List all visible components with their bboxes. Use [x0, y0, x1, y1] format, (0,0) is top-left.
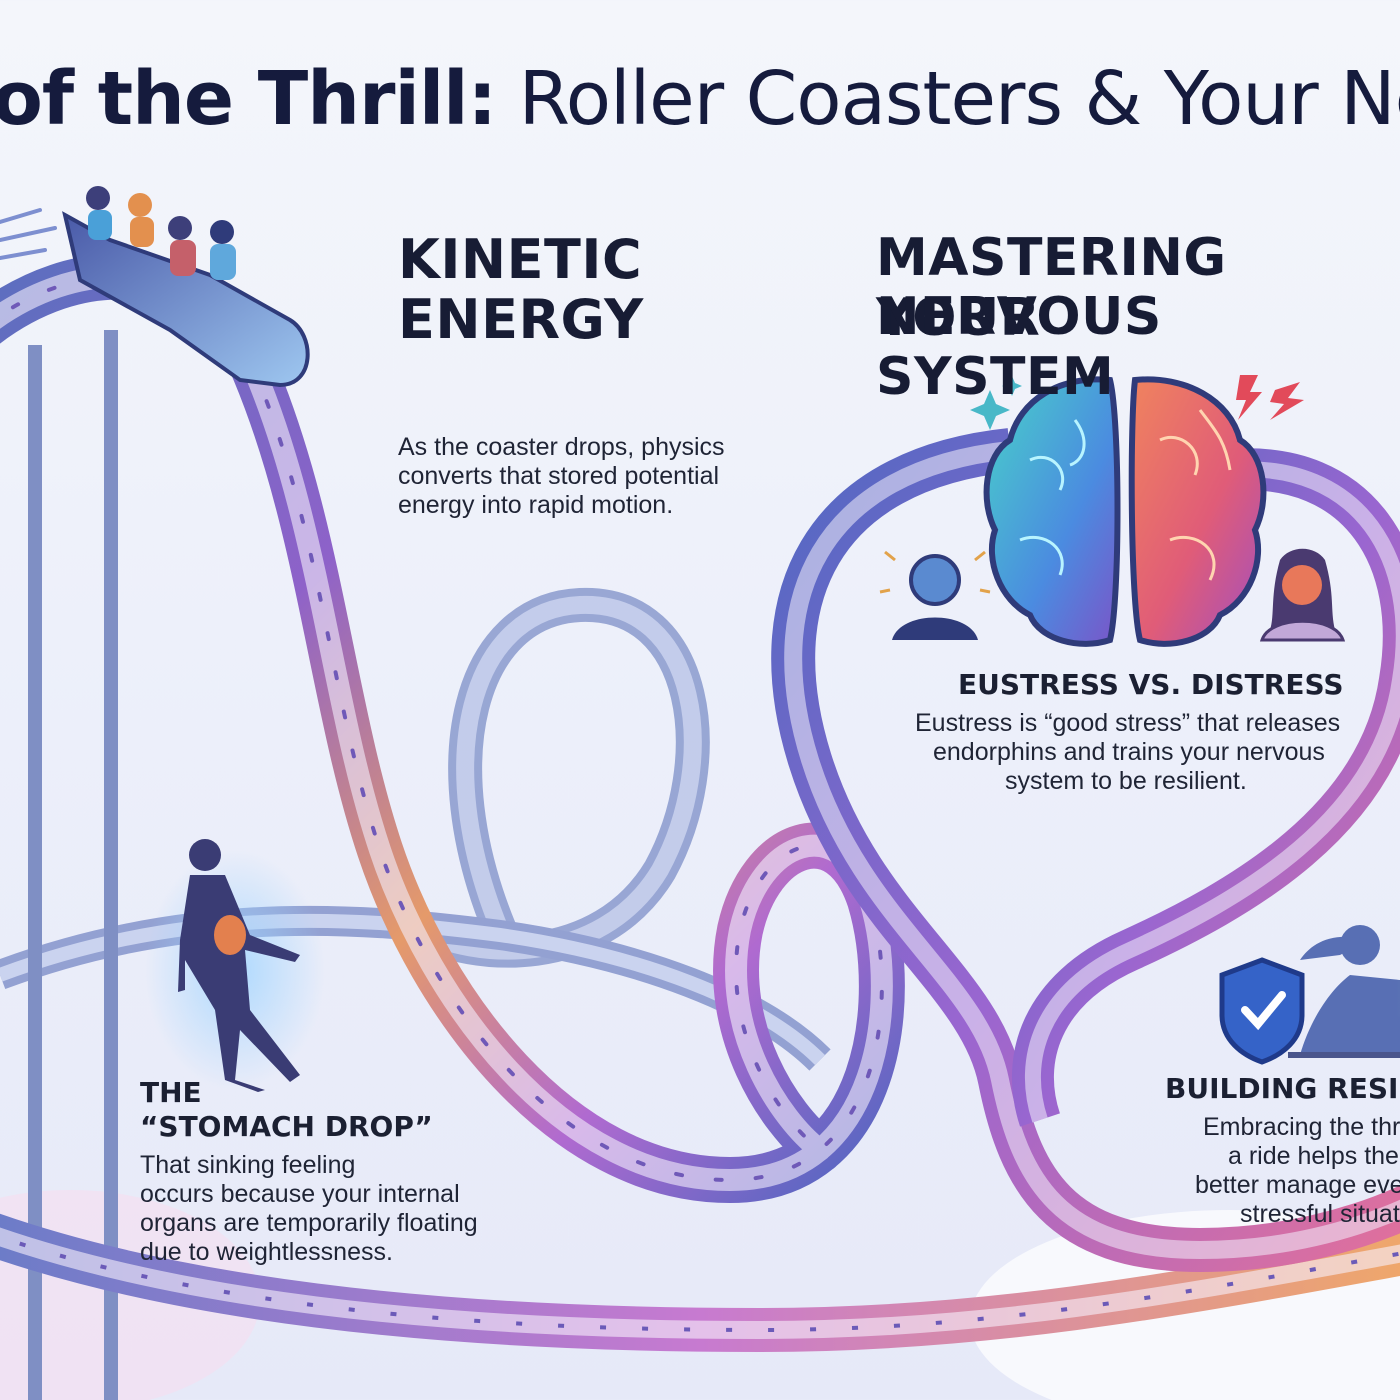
stomach-body-line2: occurs because your internal — [140, 1180, 460, 1208]
stomach-heading-line2: “STOMACH DROP” — [140, 1110, 433, 1143]
main-track — [0, 253, 905, 1204]
roller-coaster-car-icon — [62, 186, 310, 388]
calm-person-icon — [879, 550, 991, 640]
resilience-body-line1: Embracing the thri — [1203, 1113, 1400, 1141]
eustress-body-line3: system to be resilient. — [1005, 767, 1247, 795]
resilience-body-line3: better manage eve — [1195, 1171, 1400, 1199]
kinetic-heading-line2: ENERGY — [398, 288, 644, 351]
mastering-heading-line2: NERVOUS SYSTEM — [876, 287, 1162, 407]
bottom-track — [0, 1213, 1400, 1353]
kinetic-body-line3: energy into rapid motion. — [398, 491, 674, 519]
stomach-body-line1: That sinking feeling — [140, 1151, 356, 1179]
resilience-heading: BUILDING RESILIE — [1165, 1072, 1400, 1105]
resilience-body-line2: a ride helps the — [1228, 1142, 1399, 1170]
shield-check-icon — [1219, 957, 1305, 1065]
sparkle-icon — [970, 376, 1022, 430]
brain-icon — [983, 376, 1267, 647]
lightning-icon — [1236, 375, 1304, 420]
title-regular-part: Roller Coasters & Your Ne — [496, 56, 1400, 142]
title-bold-part: of the Thrill: — [0, 56, 497, 142]
stomach-body-line3: organs are temporarily floating — [140, 1209, 478, 1237]
page-title: of the Thrill: Roller Coasters & Your Ne — [0, 62, 1400, 136]
mastering-heading-line1: MASTERING YOUR — [876, 228, 1227, 348]
support-poles — [28, 330, 118, 1400]
stressed-person-icon — [1259, 548, 1346, 642]
resilience-body-line4: stressful situat — [1240, 1200, 1400, 1228]
stomach-body-line4: due to weightlessness. — [140, 1238, 393, 1266]
right-track — [771, 428, 1400, 1273]
runner-silhouette-icon — [1288, 925, 1400, 1058]
body-organs-icon — [145, 839, 325, 1092]
background-loop-track — [0, 587, 831, 1071]
eustress-body-line2: endorphins and trains your nervous — [933, 738, 1325, 766]
stomach-heading-line1: THE — [140, 1076, 202, 1109]
eustress-body-line1: Eustress is “good stress” that releases — [915, 709, 1341, 737]
kinetic-heading-line1: KINETIC — [398, 228, 643, 291]
kinetic-body-line1: As the coaster drops, physics — [398, 433, 725, 461]
speed-lines — [0, 208, 57, 260]
kinetic-body-line2: converts that stored potential — [398, 462, 720, 490]
eustress-heading: EUSTRESS VS. DISTRESS — [958, 668, 1344, 701]
